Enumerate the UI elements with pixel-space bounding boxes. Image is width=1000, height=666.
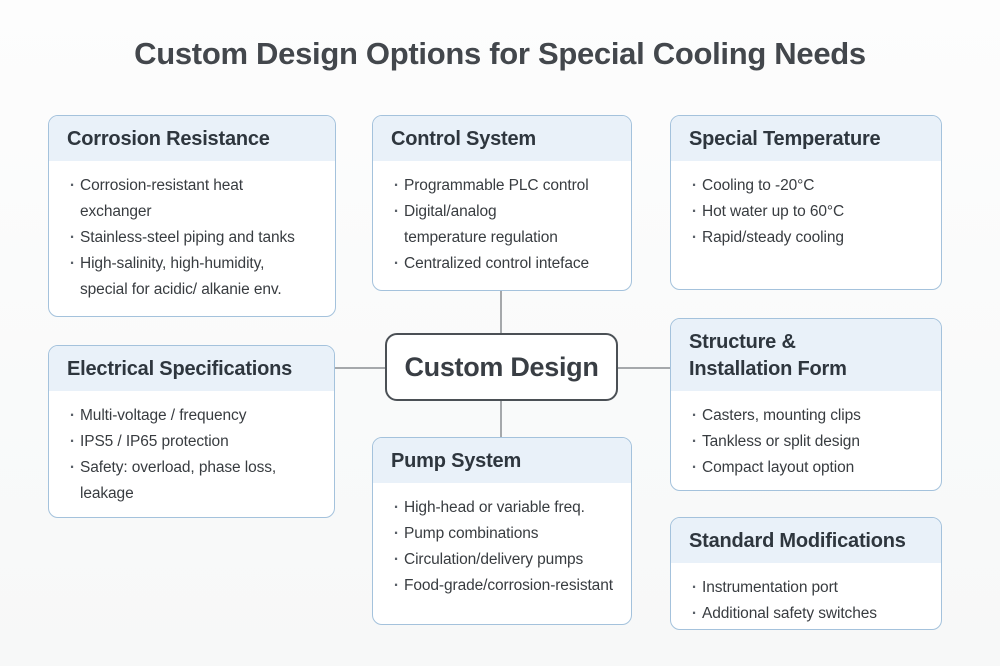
- list-item: Circulation/delivery pumps: [389, 547, 623, 573]
- connector-bottom-line: [500, 401, 502, 437]
- card-pump-system: Pump System High-head or variable freq. …: [372, 437, 632, 625]
- card-pump-system-list: High-head or variable freq. Pump combina…: [373, 483, 631, 609]
- card-structure-installation-form-list: Casters, mounting clips Tankless or spli…: [671, 391, 941, 490]
- list-item: Additional safety switches: [687, 601, 933, 627]
- list-item: Hot water up to 60°C: [687, 199, 933, 225]
- list-item-text: Tankless or split design: [702, 433, 860, 450]
- list-item: Compact layout option: [687, 455, 933, 481]
- bullet-icon: [389, 521, 404, 547]
- list-item: Casters, mounting clips: [687, 403, 933, 429]
- card-control-system-list: Programmable PLC control Digital/analog …: [373, 161, 631, 287]
- card-corrosion-resistance-title: Corrosion Resistance: [49, 116, 335, 161]
- list-item-text: Casters, mounting clips: [702, 407, 861, 424]
- card-corrosion-resistance: Corrosion Resistance Corrosion-resistant…: [48, 115, 336, 317]
- bullet-icon: [389, 173, 404, 199]
- card-control-system-title: Control System: [373, 116, 631, 161]
- list-item-text: Compact layout option: [702, 459, 855, 476]
- list-item: Programmable PLC control: [389, 173, 623, 199]
- bullet-icon: [65, 251, 80, 277]
- bullet-icon: [389, 251, 404, 277]
- list-item-text: Safety: overload, phase loss, leakage: [80, 459, 277, 502]
- card-standard-modifications-list: Instrumentation port Additional safety s…: [671, 563, 941, 629]
- card-standard-modifications: Standard Modifications Instrumentation p…: [670, 517, 942, 630]
- bullet-icon: [65, 429, 80, 455]
- bullet-icon: [687, 403, 702, 429]
- bullet-icon: [687, 601, 702, 627]
- list-item: Corrosion-resistant heat exchanger: [65, 173, 327, 225]
- connector-right-line: [618, 367, 670, 369]
- list-item: IPS5 / IP65 protection: [65, 429, 326, 455]
- connector-left-line: [335, 367, 385, 369]
- list-item-text: Programmable PLC control: [404, 177, 589, 194]
- list-item: Instrumentation port: [687, 575, 933, 601]
- list-item: High-salinity, high-humidity, special fo…: [65, 251, 327, 303]
- bullet-icon: [389, 547, 404, 573]
- card-corrosion-resistance-list: Corrosion-resistant heat exchanger Stain…: [49, 161, 335, 313]
- list-item-text: Multi-voltage / frequency: [80, 407, 247, 424]
- list-item-text: Centralized control inteface: [404, 255, 590, 272]
- list-item-text: Instrumentation port: [702, 579, 838, 596]
- list-item: Cooling to -20°C: [687, 173, 933, 199]
- list-item-text: Hot water up to 60°C: [702, 203, 845, 220]
- connector-top-line: [500, 291, 502, 333]
- bullet-icon: [389, 495, 404, 521]
- list-item: Pump combinations: [389, 521, 623, 547]
- bullet-icon: [389, 199, 404, 225]
- list-item-text: High-head or variable freq.: [404, 499, 585, 516]
- list-item-text: Digital/analog temperature regulation: [404, 203, 558, 246]
- list-item-text: IPS5 / IP65 protection: [80, 433, 229, 450]
- list-item-text: High-salinity, high-humidity, special fo…: [80, 255, 282, 298]
- bullet-icon: [687, 575, 702, 601]
- list-item-text: Food-grade/corrosion-resistant: [404, 577, 613, 594]
- bullet-icon: [65, 403, 80, 429]
- card-structure-installation-form-title: Structure & Installation Form: [671, 319, 941, 391]
- bullet-icon: [687, 173, 702, 199]
- list-item: Food-grade/corrosion-resistant: [389, 573, 623, 599]
- bullet-icon: [687, 199, 702, 225]
- page-title: Custom Design Options for Special Coolin…: [134, 36, 866, 71]
- card-special-temperature-list: Cooling to -20°C Hot water up to 60°C Ra…: [671, 161, 941, 261]
- list-item-text: Cooling to -20°C: [702, 177, 815, 194]
- bullet-icon: [65, 455, 80, 481]
- list-item-text: Corrosion-resistant heat exchanger: [80, 177, 244, 220]
- list-item: Safety: overload, phase loss, leakage: [65, 455, 326, 507]
- list-item: High-head or variable freq.: [389, 495, 623, 521]
- bullet-icon: [687, 455, 702, 481]
- list-item-text: Stainless-steel piping and tanks: [80, 229, 295, 246]
- card-electrical-specifications: Electrical Specifications Multi-voltage …: [48, 345, 335, 518]
- bullet-icon: [389, 573, 404, 599]
- list-item: Stainless-steel piping and tanks: [65, 225, 327, 251]
- card-electrical-specifications-title: Electrical Specifications: [49, 346, 334, 391]
- list-item-text: Pump combinations: [404, 525, 539, 542]
- center-node-custom-design: Custom Design: [385, 333, 618, 401]
- list-item: Multi-voltage / frequency: [65, 403, 326, 429]
- card-standard-modifications-title: Standard Modifications: [671, 518, 941, 563]
- card-special-temperature: Special Temperature Cooling to -20°C Hot…: [670, 115, 942, 290]
- bullet-icon: [65, 225, 80, 251]
- list-item: Tankless or split design: [687, 429, 933, 455]
- list-item-text: Additional safety switches: [702, 605, 877, 622]
- list-item: Digital/analog temperature regulation: [389, 199, 623, 251]
- list-item-text: Circulation/delivery pumps: [404, 551, 584, 568]
- list-item: Rapid/steady cooling: [687, 225, 933, 251]
- card-electrical-specifications-list: Multi-voltage / frequency IPS5 / IP65 pr…: [49, 391, 334, 517]
- card-control-system: Control System Programmable PLC control …: [372, 115, 632, 291]
- bullet-icon: [687, 225, 702, 251]
- card-pump-system-title: Pump System: [373, 438, 631, 483]
- bullet-icon: [65, 173, 80, 199]
- card-special-temperature-title: Special Temperature: [671, 116, 941, 161]
- card-structure-installation-form: Structure & Installation Form Casters, m…: [670, 318, 942, 491]
- list-item-text: Rapid/steady cooling: [702, 229, 844, 246]
- list-item: Centralized control inteface: [389, 251, 623, 277]
- bullet-icon: [687, 429, 702, 455]
